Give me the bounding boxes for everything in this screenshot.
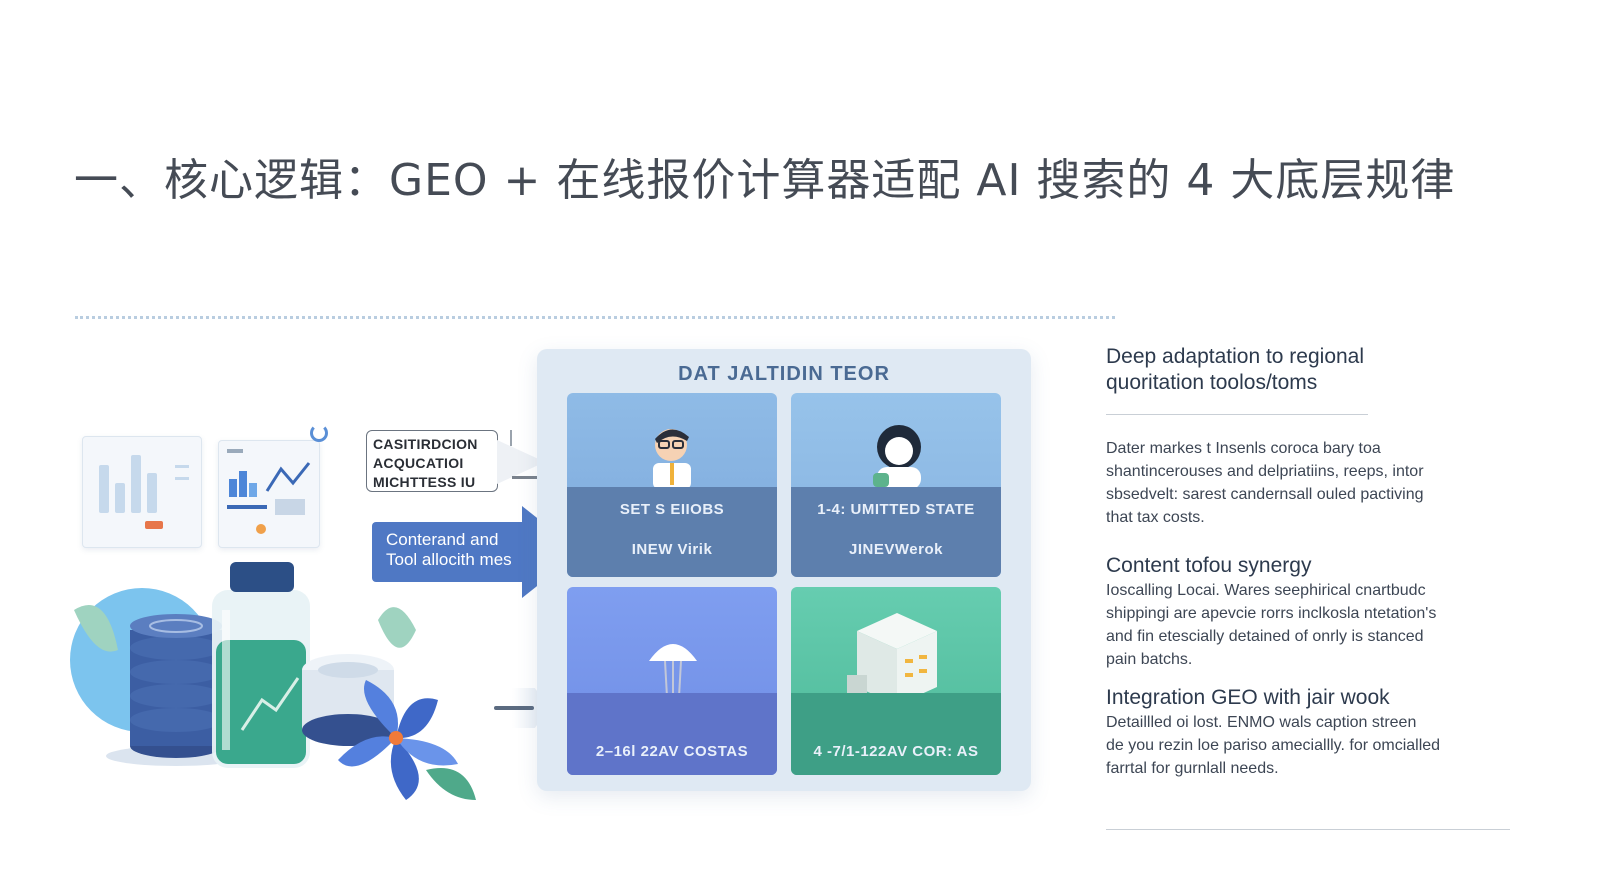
section-heading: Deep adaptation to regional [1106,345,1365,368]
small-arrow-icon [494,706,534,710]
callout-box: CASITIRDCION ACQUCATIOI MICHTTESS IU [366,430,498,492]
panel-title: DAT JALTIDIN TEOR [678,363,890,385]
jellyfish-icon [649,644,697,699]
tile-band [567,487,777,577]
person-glasses-icon [653,429,691,489]
bottom-divider [1106,829,1510,830]
section-heading: Integration GEO with jair wook [1106,686,1390,709]
right-text-column: Deep adaptation to regional quoritation … [1106,344,1526,780]
bar-chart-card [82,436,202,548]
section-body-line: shippingi are apevcie rorrs inclkosla nt… [1106,605,1437,622]
refresh-icon [310,424,328,442]
callout-connector [512,476,540,479]
section-integration-geo: Integration GEO with jair wook Detaillle… [1106,685,1526,780]
callout-line-2: ACQUCATIOI [373,455,464,471]
page-title: 一、核心逻辑：GEO + 在线报价计算器适配 AI 搜索的 4 大底层规律 [74,155,1456,206]
data-panel: DAT JALTIDIN TEOR SET S EIIOBS INEW Viri… [537,349,1031,791]
arrow-label: Conterand and Tool allocith mes [372,522,526,582]
tile-band [791,693,1001,775]
flower-icon [338,680,476,800]
coin-stack-icon [130,614,222,758]
tile-2-line-1: 1-4: UMITTED STATE [817,501,975,518]
chart-bar [131,455,141,513]
dashboard-card [218,440,320,548]
tile-1-line-2: INEW Virik [631,541,713,558]
legend-line [175,465,189,468]
section-body-line: farrtal for gurnlall needs. [1106,760,1279,777]
tile-1-line-1: SET S EIIOBS [619,501,725,518]
section-body-line: shantincerouses and delpriatiins, reeps,… [1106,463,1424,480]
section-heading: quoritation toolos/toms [1106,371,1318,394]
person-woman-icon [873,425,921,489]
dotted-divider [75,316,1115,319]
analytics-icon [227,449,311,534]
tile-3-line-1: 2–16l 22AV COSTAS [595,743,749,760]
chart-bar [147,473,157,513]
tile-2-line-2: JINEVWerok [849,541,943,558]
section-deep-adaptation: Deep adaptation to regional quoritation … [1106,344,1526,529]
section-body-line: and fin etescially detained of onrly is … [1106,628,1424,645]
legend-line [175,477,189,480]
jar-icon [212,562,310,768]
callout-line-3: MICHTTESS IU [373,474,476,490]
tile-band [791,487,1001,577]
tile-4: 4 -7/1-122AV COR: AS [791,587,1001,775]
callout-line-1: CASITIRDCION [373,436,478,452]
callout-connector [510,430,512,446]
section-body-line: Ioscalling Locai. Wares seephirical cnar… [1106,582,1426,599]
warehouse-box-icon [847,613,937,705]
section-heading: Content tofou synergy [1106,554,1312,577]
chart-bar [115,483,125,513]
section-body-line: that tax costs. [1106,509,1205,526]
section-divider [1106,414,1368,415]
arrow-line-1: Conterand and [386,530,499,549]
section-body-line: de you rezin loe pariso ameciallly. for … [1106,737,1441,754]
chart-bar [99,465,109,513]
tile-1: SET S EIIOBS INEW Virik [567,393,777,577]
section-body-line: Dater markes t Insenls coroca bary toa [1106,440,1381,457]
tile-3: 2–16l 22AV COSTAS [567,587,777,775]
tile-band [567,693,777,775]
tile-4-line-1: 4 -7/1-122AV COR: AS [813,743,979,760]
jar-coins-flower-scene [70,562,476,800]
section-body-line: pain batchs. [1106,651,1193,668]
section-body-line: sbsedvelt: sarest candernsall ouled pact… [1106,486,1424,503]
left-illustration: CASITIRDCION ACQUCATIOI MICHTTESS IU Con… [0,0,580,896]
section-body-line: Detaillled oi lost. ENMO wals caption st… [1106,714,1417,731]
section-content-synergy: Content tofou synergy Ioscalling Locai. … [1106,553,1526,671]
tile-2: 1-4: UMITTED STATE JINEVWerok [791,393,1001,577]
tag-icon [145,521,163,529]
arrow-line-2: Tool allocith mes [386,550,512,569]
